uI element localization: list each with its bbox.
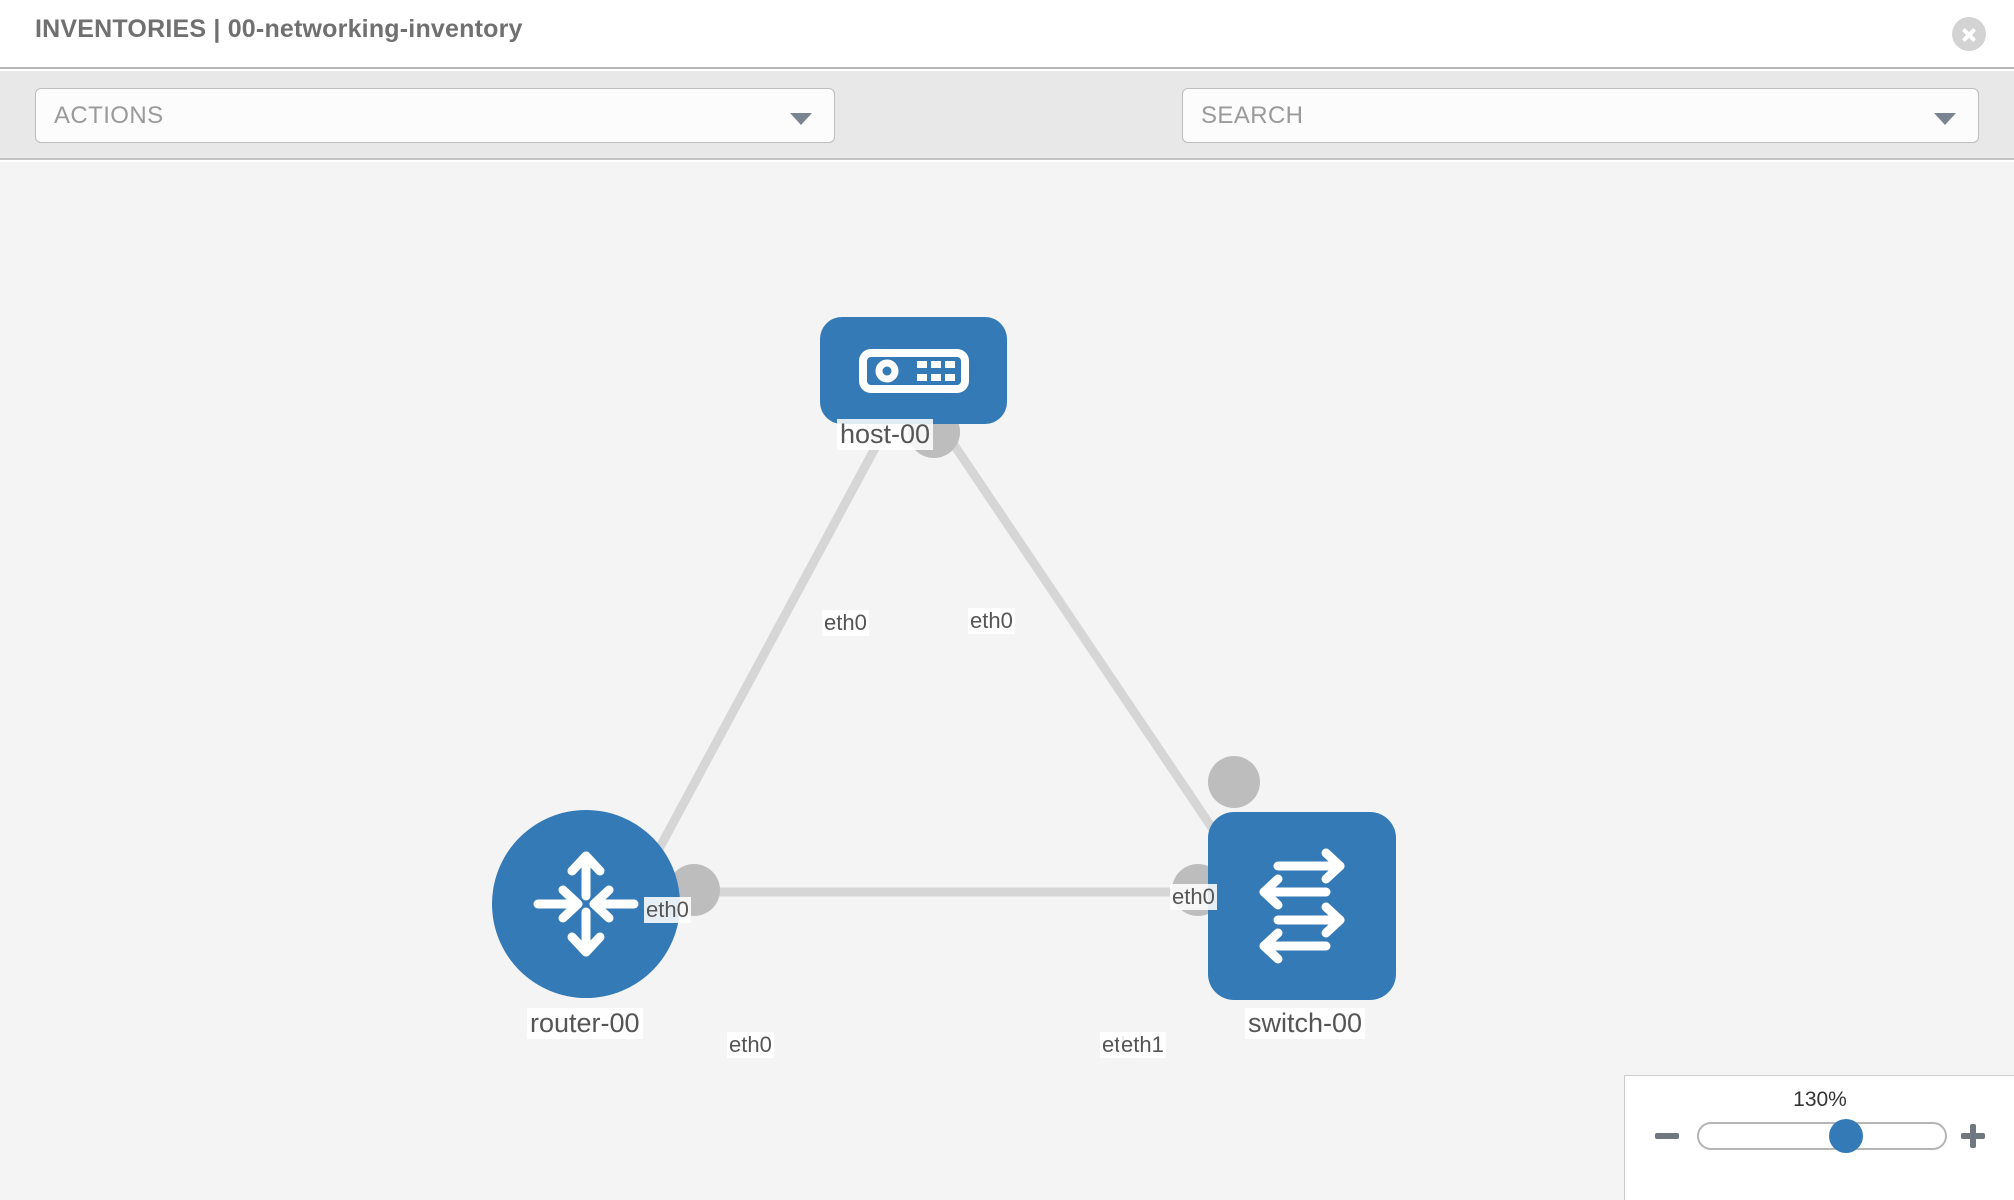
chevron-down-icon xyxy=(1934,113,1956,125)
zoom-slider-track[interactable] xyxy=(1697,1122,1947,1150)
iface-label-switch-upper: eth0 xyxy=(1170,884,1217,910)
search-input[interactable]: SEARCH xyxy=(1182,88,1979,143)
topology-links xyxy=(648,406,1260,916)
chevron-down-icon xyxy=(790,113,812,125)
link-host-switch[interactable] xyxy=(936,421,1239,865)
server-appliance-icon xyxy=(858,348,969,393)
node-label-router-00: router-00 xyxy=(527,1008,643,1039)
iface-label-switch-left-b: eth1 xyxy=(1119,1032,1166,1058)
page-header: INVENTORIES | 00-networking-inventory xyxy=(0,0,2014,69)
page-title: INVENTORIES | 00-networking-inventory xyxy=(35,15,523,43)
node-label-switch-00: switch-00 xyxy=(1245,1008,1366,1039)
minus-icon[interactable] xyxy=(1655,1133,1679,1139)
link-endpoint xyxy=(1208,756,1260,808)
actions-dropdown[interactable]: ACTIONS xyxy=(35,88,835,143)
iface-label-router-right: eth0 xyxy=(727,1032,774,1058)
topology-canvas[interactable]: host-00 router-00 xyxy=(0,162,2014,1200)
plus-icon[interactable] xyxy=(1958,1121,1988,1151)
switch-node-shape[interactable] xyxy=(1208,812,1396,1000)
host-node-shape[interactable] xyxy=(820,317,1007,424)
search-placeholder: SEARCH xyxy=(1201,102,1304,129)
zoom-level-value: 130% xyxy=(1793,1088,1847,1111)
actions-dropdown-label: ACTIONS xyxy=(54,102,164,129)
iface-label-host-right: eth0 xyxy=(968,608,1015,634)
router-arrows-icon xyxy=(533,851,639,957)
switch-arrows-icon xyxy=(1259,848,1345,964)
node-label-host-00: host-00 xyxy=(837,419,934,450)
zoom-control-panel: 130% xyxy=(1624,1075,2014,1200)
iface-label-host-left: eth0 xyxy=(822,610,869,636)
iface-label-router-upper: eth0 xyxy=(644,897,691,923)
link-host-router[interactable] xyxy=(648,421,892,865)
toolbar: ACTIONS SEARCH xyxy=(0,71,2014,202)
close-icon[interactable] xyxy=(1952,17,1986,51)
zoom-slider-thumb[interactable] xyxy=(1829,1119,1863,1153)
